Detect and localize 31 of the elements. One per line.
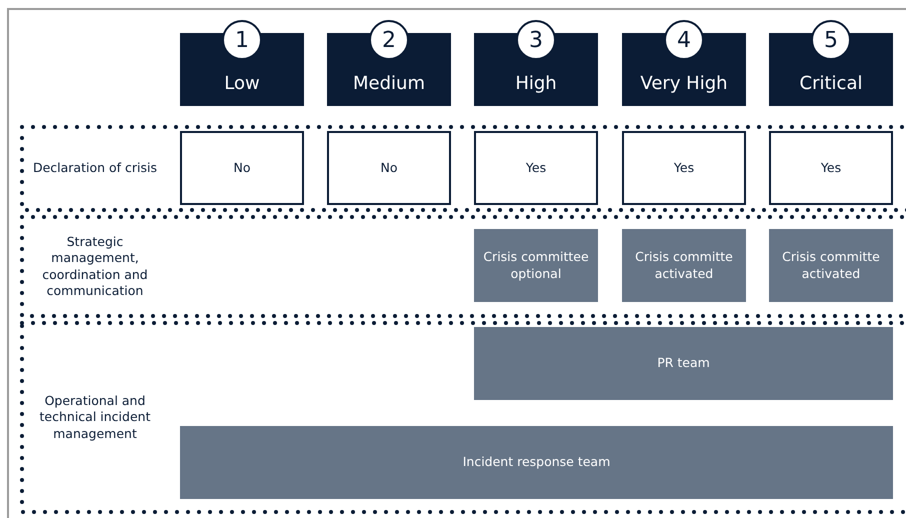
level-number: 5	[811, 20, 851, 60]
level-header	[769, 20, 893, 106]
row-label: Strategic management, coordination and communication	[41, 234, 149, 299]
answer-cell: No	[180, 131, 304, 205]
team-bar: Crisis committe activated	[769, 229, 893, 302]
level-label: High	[514, 73, 558, 94]
level-header	[327, 20, 451, 106]
team-bar: Crisis committee optional	[474, 229, 598, 302]
dotted-row-band	[20, 321, 906, 514]
team-bar: Crisis committe activated	[622, 229, 746, 302]
answer-cell: No	[327, 131, 451, 205]
dotted-row-band	[20, 125, 906, 212]
team-bar: Incident response team	[180, 426, 893, 499]
level-label: Critical	[798, 73, 864, 94]
level-label: Very High	[639, 73, 729, 94]
level-number: 1	[222, 20, 262, 60]
answer-cell: Yes	[622, 131, 746, 205]
level-label: Medium	[352, 73, 426, 94]
dotted-row-band	[20, 215, 906, 318]
level-number: 3	[516, 20, 556, 60]
level-header	[180, 20, 304, 106]
answer-cell: Yes	[474, 131, 598, 205]
level-header	[622, 20, 746, 106]
row-label: Operational and technical incident management	[38, 393, 152, 442]
level-header	[474, 20, 598, 106]
level-number: 4	[664, 20, 704, 60]
level-number: 2	[369, 20, 409, 60]
answer-cell: Yes	[769, 131, 893, 205]
row-label: Declaration of crisis	[32, 160, 158, 177]
team-bar: PR team	[474, 327, 893, 400]
level-label: Low	[223, 73, 261, 94]
